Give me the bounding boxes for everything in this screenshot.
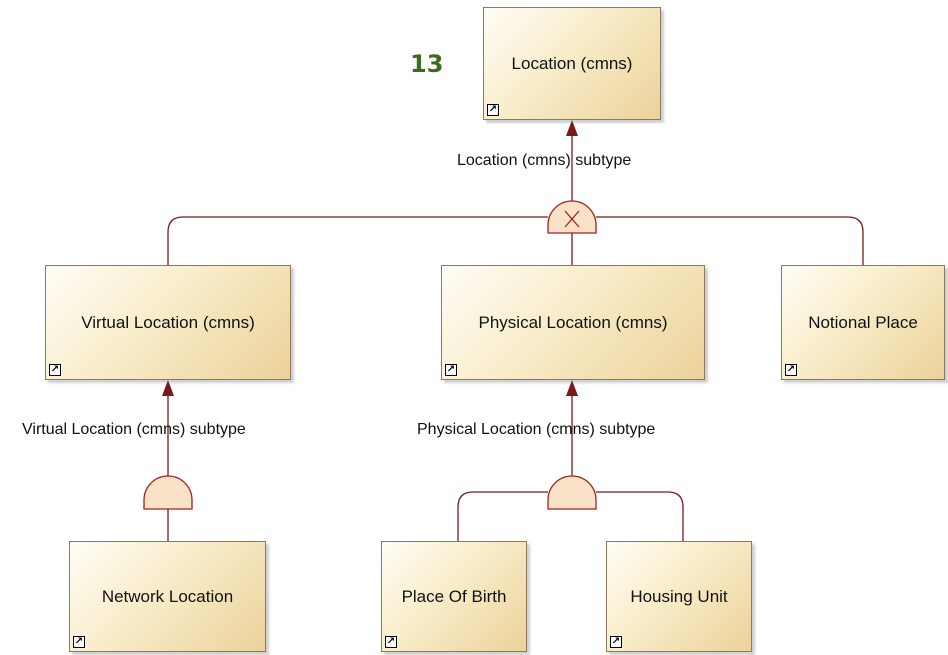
shortcut-arrow-icon: ↗ [610, 636, 622, 648]
diagram-number: 13 [410, 50, 444, 78]
shortcut-arrow-icon: ↗ [73, 636, 85, 648]
node-network-location[interactable]: Network Location ↗ [69, 541, 266, 652]
edge-label-virtual-location-subtype: Virtual Location (cmns) subtype [22, 421, 246, 438]
virtual-location-arrowhead [162, 380, 174, 396]
location-generalization-set-marker [547, 200, 597, 234]
location-subtype-connectors [167, 134, 864, 265]
node-location[interactable]: Location (cmns) ↗ [483, 7, 661, 120]
node-label: Virtual Location (cmns) [81, 312, 255, 332]
node-label: Notional Place [808, 312, 918, 332]
node-notional-place[interactable]: Notional Place ↗ [781, 265, 945, 380]
node-virtual-location[interactable]: Virtual Location (cmns) ↗ [45, 265, 291, 380]
physical-location-subtype-connectors [457, 396, 684, 541]
node-label: Location (cmns) [511, 53, 633, 73]
physical-location-generalization-set-marker [547, 475, 597, 510]
shortcut-arrow-icon: ↗ [785, 364, 797, 376]
shortcut-arrow-icon: ↗ [445, 364, 457, 376]
location-arrowhead [566, 120, 578, 136]
node-housing-unit[interactable]: Housing Unit ↗ [606, 541, 752, 652]
node-physical-location[interactable]: Physical Location (cmns) ↗ [441, 265, 705, 380]
node-label: Housing Unit [630, 586, 728, 606]
shortcut-arrow-icon: ↗ [487, 104, 499, 116]
shortcut-arrow-icon: ↗ [49, 364, 61, 376]
node-label: Network Location [101, 586, 234, 606]
physical-location-arrowhead [566, 380, 578, 396]
edge-label-physical-location-subtype: Physical Location (cmns) subtype [417, 421, 656, 438]
virtual-location-generalization-set-marker [143, 475, 193, 510]
node-label: Physical Location (cmns) [478, 312, 668, 332]
edge-label-location-subtype: Location (cmns) subtype [457, 152, 632, 169]
node-place-of-birth[interactable]: Place Of Birth ↗ [381, 541, 527, 652]
shortcut-arrow-icon: ↗ [385, 636, 397, 648]
node-label: Place Of Birth [401, 586, 507, 606]
